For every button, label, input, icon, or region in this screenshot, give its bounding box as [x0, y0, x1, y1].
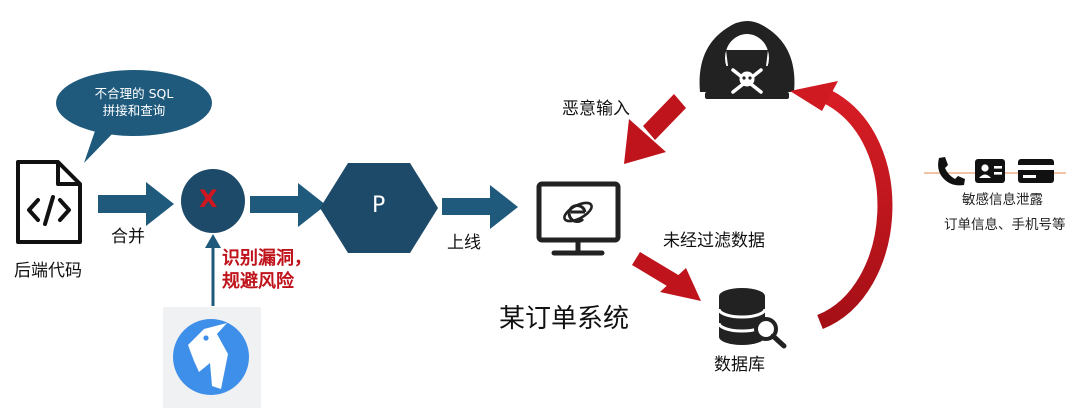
database-label: 数据库	[714, 355, 765, 375]
source-code-label: 后端代码	[14, 261, 82, 281]
detect-note-line2: 规避风险	[222, 271, 294, 293]
database-search-icon	[717, 288, 787, 349]
checkpoint-node	[181, 169, 245, 233]
leak-icons	[924, 157, 1066, 186]
detect-note: 识别漏洞， 规避风险	[222, 247, 312, 294]
id-card-icon	[975, 159, 1005, 183]
detect-up-arrow	[205, 234, 221, 306]
credit-card-icon	[1018, 159, 1054, 183]
package-letter: P	[372, 193, 386, 218]
leak-title: 敏感信息泄露	[962, 192, 1043, 208]
checkpoint-mark: X	[199, 185, 218, 213]
woodpecker-logo-icon	[163, 307, 261, 408]
deploy-label: 上线	[447, 233, 481, 253]
malicious-input-arrow	[624, 94, 686, 164]
merge-arrow	[98, 182, 174, 226]
code-file-icon	[16, 160, 82, 244]
speech-bubble-line2: 拼接和查询	[102, 102, 166, 118]
merge-label: 合并	[111, 227, 145, 247]
leak-return-arrow	[790, 81, 893, 329]
detect-note-line1: 识别漏洞，	[222, 248, 312, 269]
leak-detail: 订单信息、手机号等	[944, 217, 1066, 233]
phone-icon	[938, 157, 965, 186]
unfiltered-data-arrow	[632, 252, 701, 301]
browser-monitor-icon	[536, 181, 621, 256]
hexagon-package-icon	[320, 163, 438, 253]
unfiltered-data-label: 未经过滤数据	[663, 231, 765, 251]
speech-bubble-line1: 不合理的 SQL	[94, 86, 174, 101]
hacker-skull-icon	[699, 21, 795, 99]
speech-bubble-text: 不合理的 SQL 拼接和查询	[74, 86, 194, 120]
system-label: 某订单系统	[499, 304, 630, 334]
malicious-input-label: 恶意输入	[562, 99, 630, 119]
deploy-arrow	[442, 185, 518, 229]
to-package-arrow	[250, 183, 326, 227]
speech-bubble	[56, 70, 212, 163]
